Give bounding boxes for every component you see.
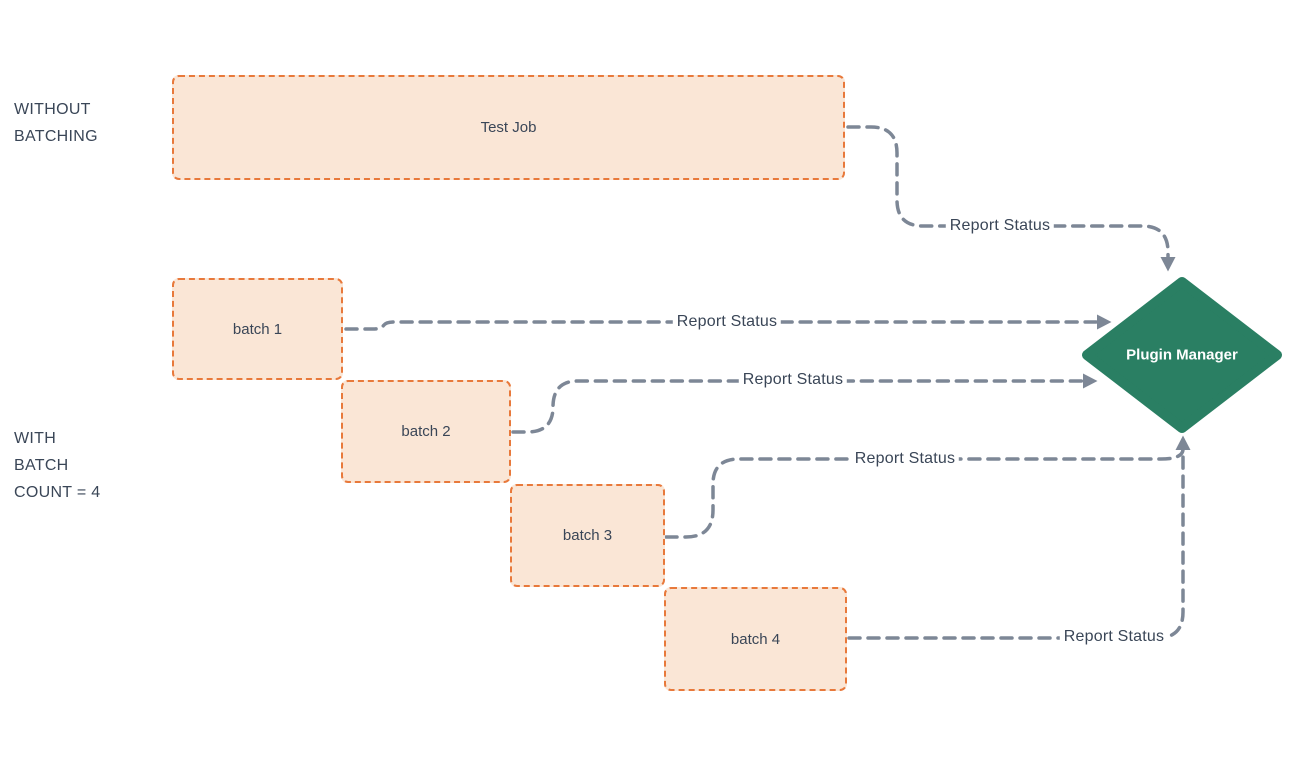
edge-test-job-to-plugin-manager: [846, 125, 1170, 260]
edge-batch-3-to-plugin-manager: [664, 447, 1185, 539]
arrowhead-right-icon: [1097, 314, 1112, 330]
edge-label-report-status: Report Status: [1059, 628, 1169, 646]
edge-label-report-status: Report Status: [945, 217, 1055, 235]
section-label-line: COUNT = 4: [14, 484, 101, 501]
arrowhead-right-icon: [1083, 373, 1098, 389]
edge-batch-4-to-plugin-manager: [847, 450, 1185, 640]
section-label-line: WITHOUT: [14, 101, 91, 118]
edge-label-report-status: Report Status: [850, 450, 960, 468]
node-label: batch 2: [401, 423, 451, 440]
node-label: batch 4: [730, 630, 781, 648]
plugin-manager-node: [1082, 277, 1282, 433]
node-label: batch 1: [232, 320, 283, 338]
arrowhead-up-icon: [1175, 435, 1191, 450]
plugin-manager-label: Plugin Manager: [1126, 346, 1238, 364]
node-batch-3: batch 3: [510, 484, 665, 587]
section-label-without-batching: WITHOUT BATCHING: [14, 96, 98, 150]
node-batch-4: batch 4: [664, 587, 847, 691]
node-batch-2: batch 2: [341, 380, 511, 483]
node-batch-1: batch 1: [172, 278, 343, 380]
edge-label-report-status: Report Status: [738, 371, 848, 389]
section-label-line: WITH: [14, 430, 57, 447]
node-label: Test Job: [480, 119, 537, 136]
edge-batch-2-to-plugin-manager: [511, 379, 1086, 434]
node-test-job: Test Job: [172, 75, 845, 180]
arrowhead-down-icon: [1160, 257, 1176, 272]
section-label-with-batch-count: WITH BATCH COUNT = 4: [14, 425, 100, 506]
section-label-line: BATCHING: [14, 128, 98, 145]
node-label: batch 3: [562, 527, 613, 544]
edge-batch-1-to-plugin-manager: [344, 320, 1100, 331]
edge-label-report-status: Report Status: [672, 313, 782, 331]
section-label-line: BATCH: [14, 457, 69, 474]
